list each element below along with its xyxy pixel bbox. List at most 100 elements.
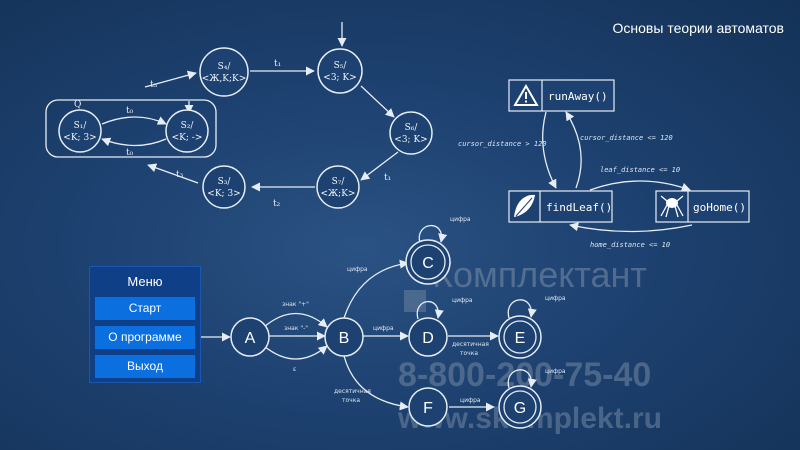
state-group-q [45,99,217,158]
edge-label-t3-bottom: t₃ [176,170,184,180]
svg-text:S₁/: S₁/ [74,121,88,131]
edge-label-t0-top: t₀ [126,106,134,116]
edge-label-t2: t₂ [273,199,281,209]
node-f: F [408,387,448,427]
edge-label-a-b-plus: знак "+" [282,301,309,308]
node-findleaf: findLeaf() [508,190,613,223]
edge-t3-top [144,70,197,88]
svg-text:S₂/: S₂/ [181,121,195,131]
svg-text:<K; ->: <K; -> [172,133,203,143]
edge-t3-bottom [147,163,199,184]
edge-label-a-b-eps: ε [293,366,296,373]
node-e: E [498,315,542,359]
behavior-diagram: cursor_distance > 120 cursor_distance <=… [458,79,750,249]
state-s2: S₂/ <K; -> [165,109,209,153]
svg-text:findLeaf(): findLeaf() [546,201,612,214]
node-c: C [405,239,451,285]
edge-t1-right [360,151,399,181]
menu-title: Меню [127,274,163,289]
loop-c [418,224,448,244]
svg-text:F: F [423,400,433,417]
edge-home-to-find [569,222,693,233]
menu-about-button[interactable]: О программе [95,326,195,349]
loop-label-g: цифра [545,368,566,375]
node-runaway: runAway() [508,79,615,112]
node-gohome: goHome() [655,190,750,223]
state-group-label: Q [74,100,81,110]
loop-d [416,300,444,320]
edge-label-t1-top: t₁ [274,59,281,69]
svg-text:S₃/: S₃/ [218,177,232,187]
svg-text:<3; K>: <3; K> [394,135,427,145]
spider-icon [660,195,684,218]
edge-label-t1-right: t₁ [384,173,391,183]
watermark-brand: Комплектант [432,254,647,295]
svg-text:<K; 3>: <K; 3> [63,133,96,143]
svg-text:<K; 3>: <K; 3> [207,189,240,199]
svg-text:D: D [422,330,434,347]
edge-t0-top [101,116,167,125]
svg-text:<Ж;K>: <Ж;K> [321,189,356,199]
svg-text:S₇/: S₇/ [332,177,346,187]
svg-text:goHome(): goHome() [693,201,746,214]
loop-label-e: цифра [545,295,566,302]
svg-text:runAway(): runAway() [548,90,608,103]
svg-text:S₅/: S₅/ [334,61,348,71]
menu-start-button[interactable]: Старт [95,297,195,320]
edge-label-d-e-2: точка [460,350,478,357]
edge-label-b-f-2: точка [342,397,360,404]
edge-b-c [343,259,409,319]
menu-panel: Меню Старт О программе Выход [89,266,201,383]
edge-label-b-f-1: десятичная [334,388,371,395]
loop-label-c: цифра [450,216,471,223]
edge-a-b-plus [263,313,328,328]
edge-label-d-e-1: десятичная [452,341,489,348]
edge-run-to-find [542,111,557,189]
edge-label-find-to-home: leaf_distance <= 10 [600,166,680,174]
svg-text:G: G [514,400,526,417]
automaton-1: Q t₃ t₁ t₁ t₂ t₃ t₀ t₀ S₁/ <K; 3> S₂/ <K… [45,22,433,209]
warning-icon [513,84,539,106]
loop-e [507,299,537,319]
svg-text:<3; K>: <3; K> [323,73,356,83]
edge-label-t3-top: t₃ [150,80,158,90]
svg-text:S₆/: S₆/ [405,123,419,133]
state-s4: S₄/ <Ж,K;K> [199,47,249,97]
state-s7: S₇/ <Ж;K> [316,165,360,209]
loop-label-d: цифра [452,297,473,304]
svg-text:E: E [515,330,526,347]
automaton-2: знак "+" знак "-" ε цифра цифра десятичн… [200,216,566,429]
edge-label-find-to-run: cursor_distance <= 120 [580,134,673,142]
node-a: A [230,317,270,357]
svg-text:C: C [422,255,434,272]
edge-find-to-run [565,111,582,189]
leaf-icon [514,194,535,217]
edge-a-b-eps [263,345,328,360]
edge-label-run-to-find: cursor_distance > 120 [458,140,547,148]
svg-text:S₄/: S₄/ [218,62,232,72]
edge-find-to-home [589,180,691,192]
watermark-logo-icon [404,290,426,312]
edge-label-a-b-minus: знак "-" [284,325,308,332]
menu-exit-button[interactable]: Выход [95,355,195,378]
edge-b-f [343,355,409,411]
state-s3: S₃/ <K; 3> [202,165,246,209]
svg-text:A: A [245,330,256,347]
state-s6: S₆/ <3; K> [389,111,433,155]
node-g: G [498,385,542,429]
svg-text:B: B [339,330,350,347]
node-d: D [408,317,448,357]
state-s1: S₁/ <K; 3> [58,109,102,153]
edge-label-f-g: цифра [460,397,481,404]
edge-label-t0-bottom: t₀ [126,148,134,158]
slide-title: Основы теории автоматов [612,20,784,36]
svg-text:<Ж,K;K>: <Ж,K;K> [202,74,247,84]
loop-g [507,369,537,389]
edge-t0-bottom [101,137,167,147]
node-b: B [324,317,364,357]
edge-label-b-c: цифра [347,266,368,273]
edge-label-b-d: цифра [373,325,394,332]
state-s5: S₅/ <3; K> [317,48,363,94]
edge-label-home-to-find: home_distance <= 10 [590,241,670,249]
